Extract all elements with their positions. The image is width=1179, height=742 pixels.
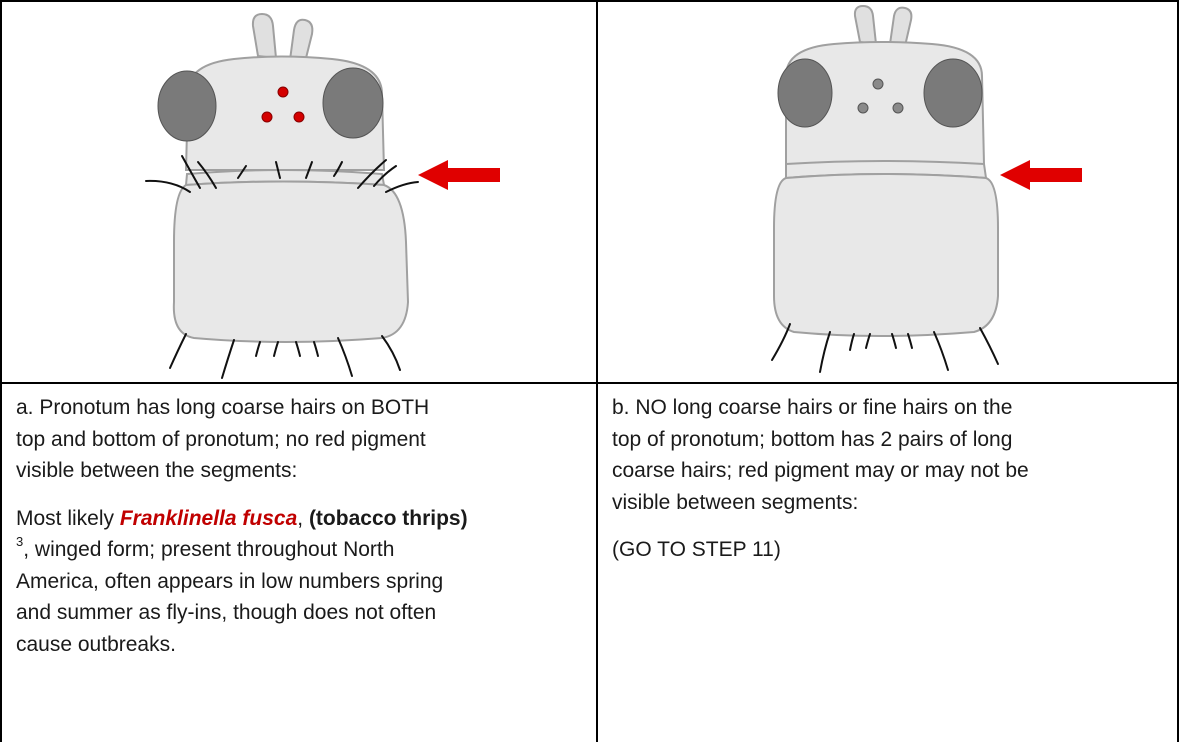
pronotum-a: [174, 182, 408, 343]
option-b-line-2: top of pronotum; bottom has 2 pairs of l…: [612, 428, 1012, 451]
ocellus-top-b: [873, 79, 883, 89]
red-arrow-left-icon: [418, 160, 500, 190]
species-name: Franklinella fusca: [120, 507, 297, 530]
option-a-line-2: top and bottom of pronotum; no red pigme…: [16, 428, 426, 451]
go-to-step-link[interactable]: (GO TO STEP 11): [612, 538, 781, 561]
option-b-line-1: b. NO long coarse hairs or fine hairs on…: [612, 396, 1012, 419]
antennae-a: [253, 14, 312, 62]
compound-eye-right-a: [323, 68, 383, 138]
footnote-ref: 3: [16, 534, 23, 549]
result-line-2: , winged form; present throughout North: [23, 538, 394, 561]
table-border-row: [0, 382, 1179, 384]
option-b-line-3: coarse hairs; red pigment may or may not…: [612, 459, 1029, 482]
common-name: (tobacco thrips): [309, 507, 468, 530]
option-a-description: a. Pronotum has long coarse hairs on BOT…: [16, 392, 586, 660]
option-b-result: (GO TO STEP 11): [612, 534, 1172, 566]
red-arrow-left-icon: [1000, 160, 1082, 190]
compound-eye-left-a: [158, 71, 216, 141]
thrips-head-diagram-b: [598, 2, 1177, 382]
option-b-line-4: visible between segments:: [612, 491, 858, 514]
antennae-b: [855, 6, 912, 46]
thrips-head-diagram-a: [2, 2, 596, 382]
comma-separator: ,: [297, 507, 309, 530]
option-b-description: b. NO long coarse hairs or fine hairs on…: [612, 392, 1172, 566]
result-line-3: America, often appears in low numbers sp…: [16, 570, 443, 593]
compound-eye-left-b: [778, 59, 832, 127]
ocellus-right-a: [294, 112, 304, 122]
result-line-5: cause outbreaks.: [16, 633, 176, 656]
ocellus-top-a: [278, 87, 288, 97]
pronotum-b: [774, 174, 998, 336]
result-line-4: and summer as fly-ins, though does not o…: [16, 601, 436, 624]
option-a-line-3: visible between the segments:: [16, 459, 297, 482]
ocellus-right-b: [893, 103, 903, 113]
compound-eye-right-b: [924, 59, 982, 127]
option-b-criteria: b. NO long coarse hairs or fine hairs on…: [612, 392, 1172, 518]
option-a-line-1: a. Pronotum has long coarse hairs on BOT…: [16, 396, 429, 419]
option-a-criteria: a. Pronotum has long coarse hairs on BOT…: [16, 392, 586, 487]
ocellus-left-b: [858, 103, 868, 113]
option-a-result: Most likely Franklinella fusca, (tobacco…: [16, 503, 586, 661]
result-prefix: Most likely: [16, 507, 120, 530]
ocellus-left-a: [262, 112, 272, 122]
